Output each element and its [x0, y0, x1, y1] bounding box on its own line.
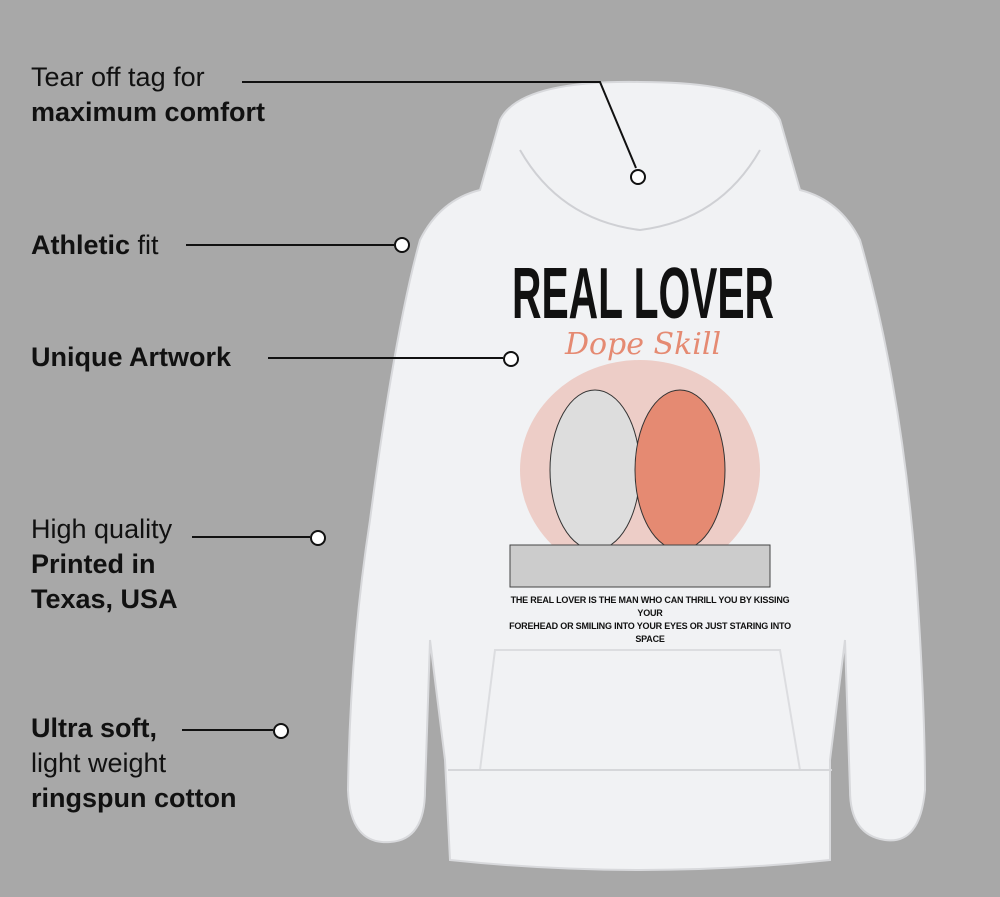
hood-opening	[519, 149, 761, 232]
quote-line: THE REAL LOVER IS THE MAN WHO CAN THRILL…	[510, 595, 790, 618]
quote-line: FOREHEAD OR SMILING INTO YOUR EYES OR JU…	[509, 621, 791, 644]
feature-cotton: Ultra soft, light weight ringspun cotton	[31, 711, 236, 816]
feature-text-bold: Texas, USA	[31, 584, 178, 614]
feature-text: fit	[130, 230, 159, 260]
feature-artwork: Unique Artwork	[31, 340, 231, 375]
callout-dot-artwork	[503, 351, 519, 367]
feature-text: Tear off tag for	[31, 62, 205, 92]
feature-text-bold: Athletic	[31, 230, 131, 260]
artwork-money-stack	[509, 544, 771, 588]
print-title: REAL LOVER	[512, 254, 774, 334]
print-script-text: Dope Skill	[564, 327, 722, 362]
feature-text: light weight	[31, 748, 167, 778]
feature-fit: Athletic fit	[31, 228, 159, 263]
feature-text-bold: Printed in	[31, 549, 156, 579]
artwork-figure-right	[634, 389, 726, 551]
feature-text-bold: Ultra soft,	[31, 713, 158, 743]
print-quote: THE REAL LOVER IS THE MAN WHO CAN THRILL…	[505, 594, 795, 646]
callout-dot-tag	[630, 169, 646, 185]
feature-text-bold: Unique Artwork	[31, 342, 232, 372]
callout-dot-cotton	[273, 723, 289, 739]
feature-text: High quality	[31, 514, 173, 544]
callout-line-tag	[242, 81, 637, 169]
callout-dot-print	[310, 530, 326, 546]
feature-print: High quality Printed in Texas, USA	[31, 512, 178, 617]
feature-text-bold: maximum comfort	[31, 97, 266, 127]
feature-tag: Tear off tag for maximum comfort	[31, 60, 265, 130]
artwork-figure-left	[549, 389, 641, 551]
feature-text-bold: ringspun cotton	[31, 783, 237, 813]
callout-dot-fit	[394, 237, 410, 253]
